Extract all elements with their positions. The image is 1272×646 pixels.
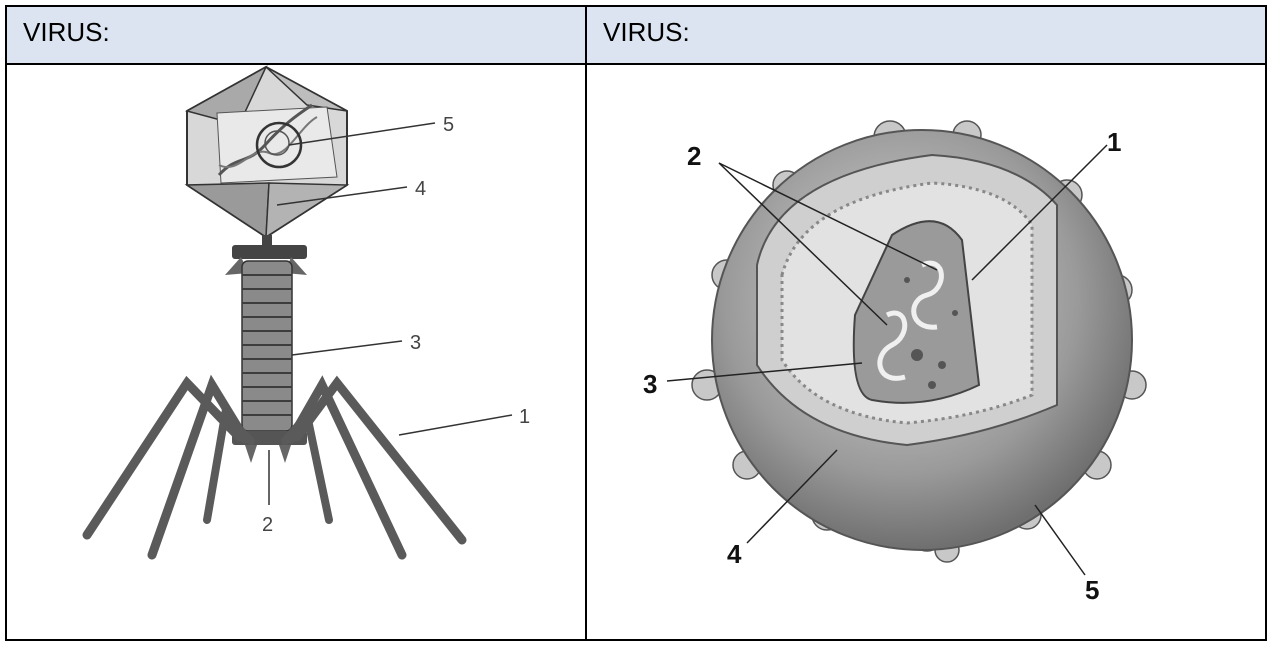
capsid-head xyxy=(187,67,347,237)
enveloped-virus-diagram: 2 1 3 4 5 xyxy=(587,65,1265,641)
tail-sheath xyxy=(242,261,292,431)
virus-table: VIRUS: VIRUS: xyxy=(5,5,1267,641)
cell-enveloped-virus: 2 1 3 4 5 xyxy=(587,65,1265,639)
phage-label-5: 5 xyxy=(443,114,454,136)
phage-label-2: 2 xyxy=(262,514,273,536)
bacteriophage-diagram: 5 4 3 1 2 xyxy=(7,65,585,641)
phage-label-4: 4 xyxy=(415,178,426,200)
header-left: VIRUS: xyxy=(7,7,585,65)
phage-label-3: 3 xyxy=(410,332,421,354)
virus-label-3: 3 xyxy=(643,369,657,399)
virus-label-1: 1 xyxy=(1107,127,1121,157)
header-right: VIRUS: xyxy=(587,7,1265,65)
phage-label-1: 1 xyxy=(519,406,530,428)
cell-bacteriophage: 5 4 3 1 2 xyxy=(7,65,585,639)
virus-label-4: 4 xyxy=(727,539,742,569)
virus-label-2: 2 xyxy=(687,141,701,171)
virus-label-5: 5 xyxy=(1085,575,1099,605)
